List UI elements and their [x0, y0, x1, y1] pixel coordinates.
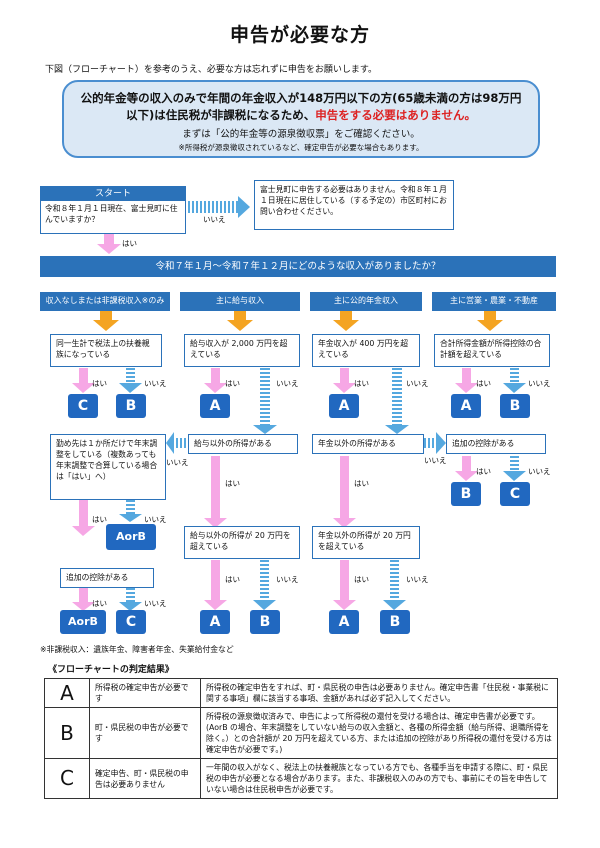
yes-label: はい	[92, 515, 107, 524]
start-box: スタート 令和８年１月１日現在、富士見町に住んでいますか？	[40, 186, 186, 234]
no-label: いいえ	[144, 599, 167, 608]
category-salary: 主に給与収入	[180, 292, 300, 311]
start-yes-label: はい	[122, 239, 137, 248]
yes-label: はい	[476, 379, 491, 388]
result-b: B	[380, 610, 410, 634]
no-label: いいえ	[528, 467, 551, 476]
yes-label: はい	[92, 599, 107, 608]
yes-label: はい	[354, 379, 369, 388]
result-a: A	[200, 610, 230, 634]
yes-label: はい	[225, 379, 240, 388]
result-b: B	[451, 482, 481, 506]
legend-name: 町・県民税の申告が必要です	[89, 707, 201, 759]
result-legend-table: A 所得税の確定申告が必要です 所得税の確定申告をすれば、町・県民税の申告は必要…	[44, 678, 558, 799]
result-aorb: AorB	[106, 524, 156, 550]
col1-q2: 勤め先は１か所だけで年末調整をしている（複数あっても年末調整で合算している場合は…	[50, 434, 166, 500]
yes-label: はい	[354, 575, 369, 584]
col1-q1: 同一生計で税法上の扶養親族になっている	[50, 334, 162, 367]
category-pension: 主に公的年金収入	[310, 292, 422, 311]
legend-title: 《フローチャートの判定結果》	[48, 665, 174, 675]
start-question: 令和８年１月１日現在、富士見町に住んでいますか？	[45, 204, 178, 224]
arrowhead	[238, 196, 250, 218]
result-b: B	[500, 394, 530, 418]
col1-q3: 追加の控除がある	[60, 568, 154, 588]
yes-label: はい	[354, 479, 369, 488]
col3-q3: 年金以外の所得が 20 万円を超えている	[312, 526, 420, 559]
legend-name: 所得税の確定申告が必要です	[89, 678, 201, 708]
result-a: A	[329, 394, 359, 418]
col3-q1: 年金収入が 400 万円を超えている	[312, 334, 420, 367]
no-label: いいえ	[144, 515, 167, 524]
no-label: いいえ	[144, 379, 167, 388]
page-title: 申告が必要な方	[229, 24, 370, 46]
col2-q2: 給与以外の所得がある	[188, 434, 298, 454]
legend-desc: 一年間の収入がなく、税法上の扶養親族となっている方でも、各種手当を申請する際に、…	[200, 758, 558, 799]
result-a: A	[329, 610, 359, 634]
yes-label: はい	[476, 467, 491, 476]
income-question: 令和７年１月～令和７年１２月にどのような収入がありましたか？	[40, 256, 556, 277]
no-label: いいえ	[276, 575, 299, 584]
legend-desc: 所得税の源泉徴収済みで、申告によって所得税の還付を受ける場合は、確定申告書が必要…	[200, 707, 558, 759]
category-business: 主に営業・農業・不動産	[432, 292, 556, 311]
category-none: 収入なしまたは非課税収入※のみ	[40, 292, 170, 311]
notice-main: 公的年金等の収入のみで年間の年金収入が148万円以下の方(65歳未満の方は98万…	[80, 91, 522, 122]
result-b: B	[116, 394, 146, 418]
orange-arrows	[93, 311, 503, 331]
start-label: スタート	[41, 187, 185, 201]
no-label: いいえ	[166, 458, 189, 467]
legend-letter: C	[44, 758, 90, 799]
result-c: C	[116, 610, 146, 634]
legend-row-b: B 町・県民税の申告が必要です 所得税の源泉徴収済みで、申告によって所得税の還付…	[44, 707, 558, 759]
intro-text: 下図（フローチャート）を参考のうえ、必要な方は忘れずに申告をお願いします。	[45, 65, 378, 75]
result-a: A	[200, 394, 230, 418]
yes-label: はい	[92, 379, 107, 388]
legend-row-a: A 所得税の確定申告が必要です 所得税の確定申告をすれば、町・県民税の申告は必要…	[44, 678, 558, 708]
legend-desc: 所得税の確定申告をすれば、町・県民税の申告は必要ありません。確定申告書「住民税・…	[200, 678, 558, 708]
no-label: いいえ	[406, 575, 429, 584]
col4-q1: 合計所得金額が所得控除の合計額を超えている	[434, 334, 550, 367]
col3-q2: 年金以外の所得がある	[312, 434, 424, 454]
yes-label: はい	[225, 479, 240, 488]
legend-letter: A	[44, 678, 90, 708]
no-label: いいえ	[528, 379, 551, 388]
notice-box: 公的年金等の収入のみで年間の年金収入が148万円以下の方(65歳未満の方は98万…	[62, 80, 540, 158]
col4-q2: 追加の控除がある	[446, 434, 546, 454]
col2-q3: 給与以外の所得が 20 万円を超えている	[184, 526, 300, 559]
col2-q1: 給与収入が 2,000 万円を超えている	[184, 334, 300, 367]
result-a: A	[451, 394, 481, 418]
no-label: いいえ	[276, 379, 299, 388]
arrow-start-yes	[104, 233, 114, 245]
arrow-start-no	[186, 201, 238, 213]
legend-letter: B	[44, 707, 90, 759]
notice-check: まずは「公的年金等の源泉徴収票」をご確認ください。	[182, 129, 420, 140]
start-no-result: 富士見町に申告する必要はありません。令和８年１月１日現在に居住している（する予定…	[254, 180, 454, 230]
no-label: いいえ	[406, 379, 429, 388]
arrowhead	[97, 244, 121, 254]
result-aorb: AorB	[60, 610, 106, 634]
result-b: B	[250, 610, 280, 634]
no-label: いいえ	[424, 456, 447, 465]
notice-note: ※所得税が源泉徴収されているなど、確定申告が必要な場合もあります。	[178, 143, 424, 152]
legend-name: 確定申告、町・県民税の申告は必要ありません	[89, 758, 201, 799]
yes-label: はい	[225, 575, 240, 584]
result-c: C	[500, 482, 530, 506]
legend-row-c: C 確定申告、町・県民税の申告は必要ありません 一年間の収入がなく、税法上の扶養…	[44, 758, 558, 799]
result-c: C	[68, 394, 98, 418]
footnote: ※非課税収入：遺族年金、障害者年金、失業給付金など	[40, 645, 234, 654]
start-no-label: いいえ	[203, 215, 226, 224]
